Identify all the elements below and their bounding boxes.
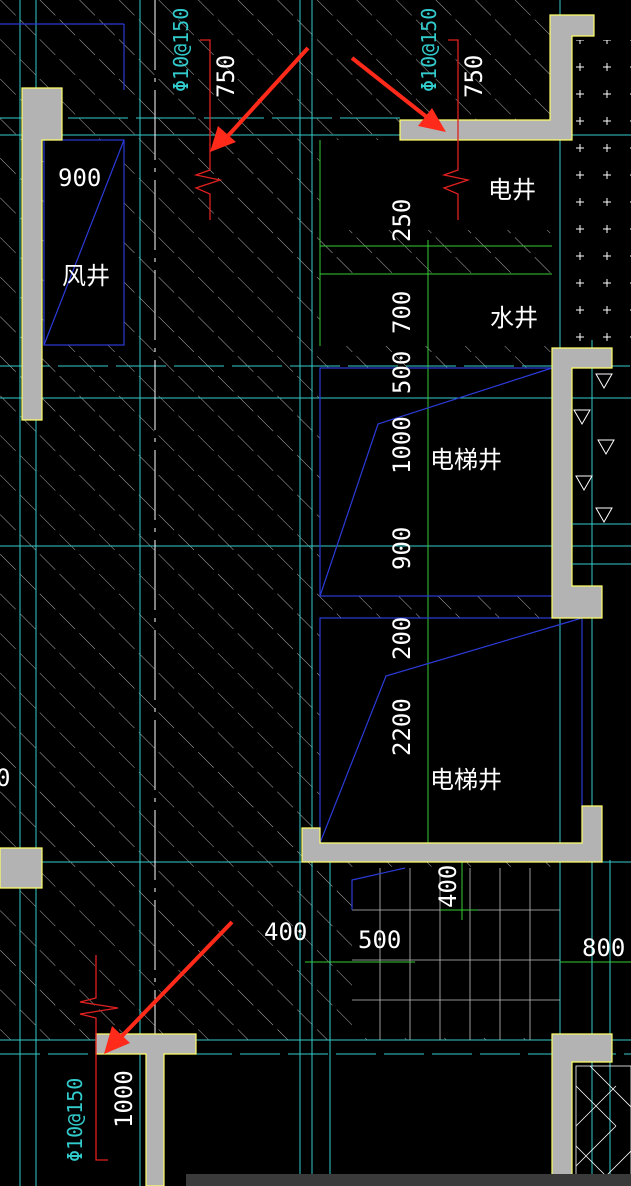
dim-500-bottom: 500 — [358, 926, 401, 954]
dim-900: 900 — [388, 527, 416, 570]
label-water-shaft: 水井 — [490, 304, 538, 332]
wall-right-middle — [551, 347, 613, 619]
rebar-spec-left: Φ10@150 — [169, 8, 193, 92]
labels: Φ10@150 Φ10@150 Φ10@150 750 750 1000 900… — [0, 8, 625, 1162]
label-elevator-shaft-lower: 电梯井 — [430, 766, 502, 794]
plus-hatch-area — [574, 40, 631, 346]
dim-1000: 1000 — [388, 416, 416, 474]
label-electric-shaft: 电井 — [488, 176, 536, 204]
label-air-shaft: 风井 — [62, 262, 110, 290]
wall-left-upper — [21, 87, 63, 421]
rebar-spec-bottom: Φ10@150 — [63, 1078, 87, 1162]
dim-250: 250 — [388, 199, 416, 242]
wall-bottom-left — [95, 1033, 197, 1186]
dim-800: 800 — [582, 934, 625, 962]
annotation-arrows — [104, 46, 446, 1054]
wall-left-lower — [0, 847, 43, 889]
concrete-walls — [0, 14, 613, 1186]
dim-2200: 2200 — [388, 698, 416, 756]
dim-rebar-750-right: 750 — [460, 55, 488, 98]
dim-200: 200 — [388, 617, 416, 660]
dimension-lines — [305, 140, 631, 963]
label-elevator-shaft-upper: 电梯井 — [430, 446, 502, 474]
triangle-hatch-area — [572, 373, 631, 565]
crosshatch-area — [575, 1065, 631, 1186]
rebar-spec-right: Φ10@150 — [417, 8, 441, 92]
bottom-toolbar-strip — [186, 1174, 631, 1186]
dim-air-shaft-900: 900 — [58, 164, 101, 192]
wall-top-right — [399, 14, 595, 141]
dim-400-horizontal: 400 — [264, 918, 307, 946]
dim-400-vertical: 400 — [434, 865, 462, 908]
rebar-lines — [79, 39, 471, 1161]
dim-rebar-1000: 1000 — [110, 1070, 138, 1128]
dim-700: 700 — [388, 291, 416, 334]
wall-bottom-right — [551, 1033, 613, 1186]
wall-elevator-bottom — [301, 805, 603, 863]
dim-rebar-750-left: 750 — [212, 55, 240, 98]
dim-edge-partial: 0 — [0, 764, 10, 792]
bottom-grid — [352, 868, 560, 1040]
dim-500: 500 — [388, 351, 416, 394]
